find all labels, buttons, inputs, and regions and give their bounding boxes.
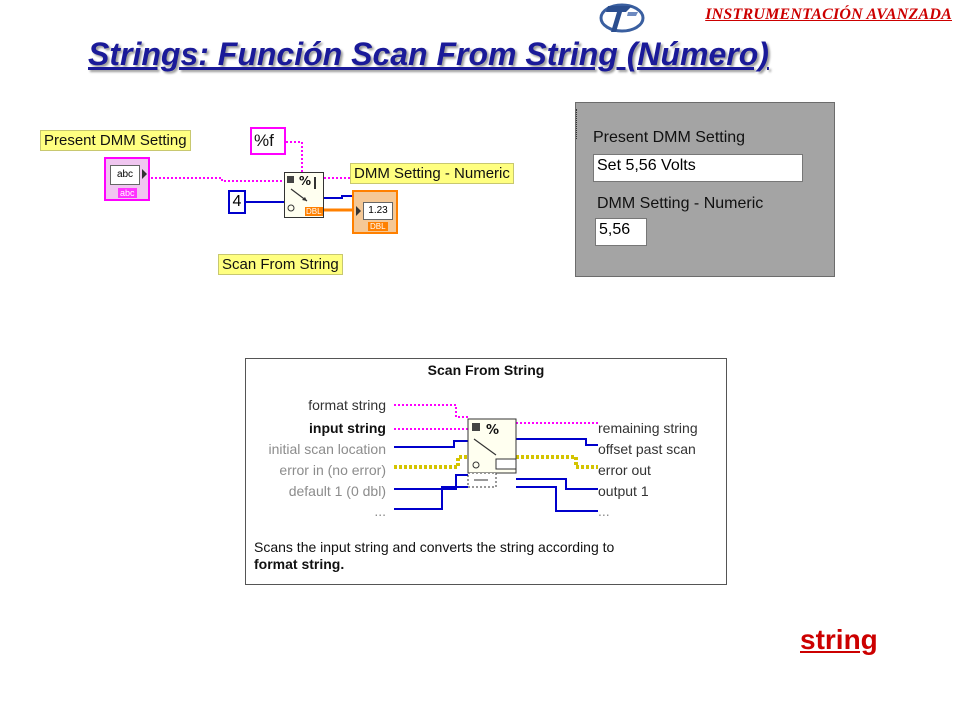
numeric-constant-value: 4 xyxy=(232,193,242,210)
block-diagram-wires xyxy=(151,141,352,212)
terminal-string-type: abc xyxy=(118,188,137,198)
numeric-setting-label: DMM Setting - Numeric xyxy=(597,195,764,212)
numeric-indicator-terminal[interactable]: 1.23 DBL xyxy=(352,190,398,234)
front-panel: Present DMM Setting Set 5,56 Volts DMM S… xyxy=(575,102,835,277)
terminal-string-box: abc xyxy=(110,165,140,185)
terminal-string-text: abc xyxy=(116,169,134,180)
help-input-input-string: input string xyxy=(309,420,386,436)
help-wires: % xyxy=(394,404,598,512)
terminal-numeric-box: 1.23 xyxy=(363,202,393,220)
scan-node-label: Scan From String xyxy=(218,254,343,275)
help-input-format-string: format string xyxy=(308,397,386,413)
logo xyxy=(598,0,646,34)
terminal-numeric-type: DBL xyxy=(368,222,388,231)
help-output-offset: offset past scan xyxy=(598,441,696,457)
terminal-numeric-text: 1.23 xyxy=(368,205,388,216)
help-description: Scans the input string and converts the … xyxy=(254,539,714,573)
present-setting-label: Present DMM Setting xyxy=(593,129,746,146)
logo-icon xyxy=(599,3,645,33)
help-output-remaining: remaining string xyxy=(598,420,698,436)
help-output-more: ... xyxy=(598,503,610,519)
context-help-window: Scan From String % format string input s… xyxy=(245,358,727,585)
scan-from-string-node[interactable]: % DBL xyxy=(284,172,324,218)
string-control-terminal[interactable]: abc abc xyxy=(104,157,150,201)
page-title: Strings: Función Scan From String (Númer… xyxy=(88,36,769,72)
numeric-setting-field[interactable]: 5,56 xyxy=(595,218,647,246)
present-dmm-label: Present DMM Setting xyxy=(40,130,191,151)
numeric-constant[interactable]: 4 xyxy=(228,190,246,214)
help-input-initial-scan: initial scan location xyxy=(268,441,386,457)
string-link[interactable]: string xyxy=(800,624,878,655)
help-output-output1: output 1 xyxy=(598,483,649,499)
help-input-more: ... xyxy=(374,503,386,519)
help-desc-text: Scans the input string and converts the … xyxy=(254,539,615,555)
present-setting-field[interactable]: Set 5,56 Volts xyxy=(593,154,803,182)
svg-text:%: % xyxy=(486,423,499,438)
help-title: Scan From String xyxy=(427,362,545,378)
help-input-default: default 1 (0 dbl) xyxy=(288,483,386,499)
dmm-numeric-label: DMM Setting - Numeric xyxy=(350,163,514,184)
svg-text:%: % xyxy=(299,174,311,188)
format-string-text: %f xyxy=(254,131,274,150)
org-name: INSTRUMENTACIÓN AVANZADA xyxy=(705,6,952,23)
arrow-right-icon xyxy=(356,206,361,216)
format-string-constant[interactable]: %f xyxy=(250,127,286,155)
node-out-type: DBL xyxy=(305,207,323,216)
help-input-error-in: error in (no error) xyxy=(279,462,386,478)
panel-edge-dots xyxy=(576,109,579,139)
scan-from-string-icon: % xyxy=(287,174,316,212)
help-desc-bold: format string. xyxy=(254,556,345,572)
help-output-error-out: error out xyxy=(598,462,651,478)
arrow-right-icon xyxy=(142,169,147,179)
